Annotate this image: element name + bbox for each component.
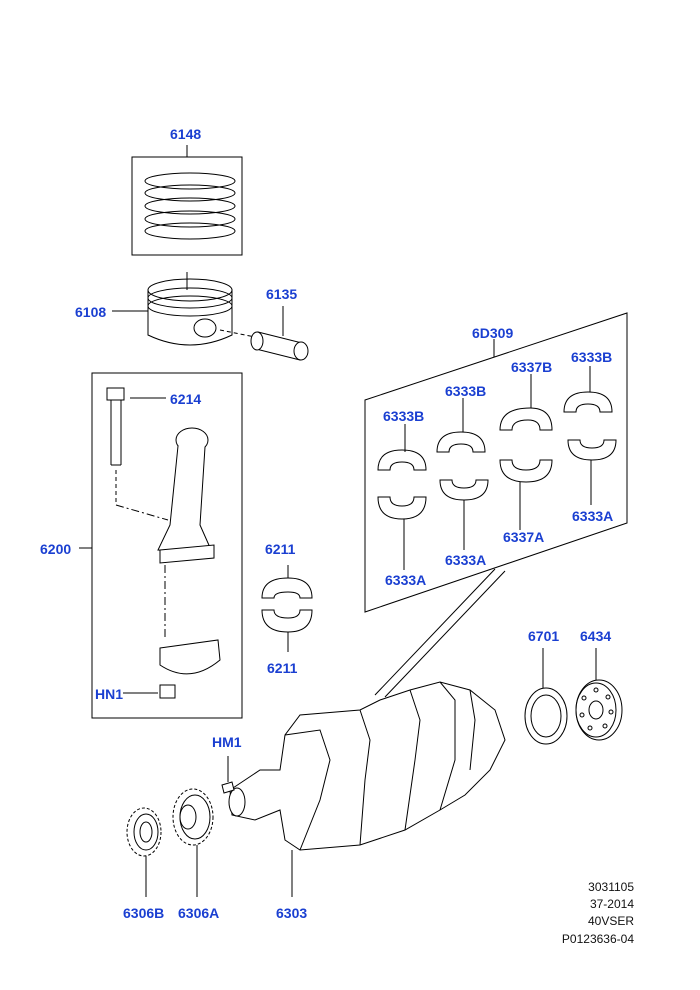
crankshaft-drawing[interactable] bbox=[228, 681, 506, 897]
piston-rings-group[interactable] bbox=[131, 145, 243, 256]
callout-6333b-2[interactable]: 6333B bbox=[445, 383, 487, 399]
meta-line-2: 37-2014 bbox=[589, 897, 634, 911]
flange-drawing[interactable] bbox=[575, 648, 623, 741]
callout-6333a-4[interactable]: 6333A bbox=[572, 508, 614, 524]
callout-6108[interactable]: 6108 bbox=[75, 304, 107, 320]
conrod-group[interactable] bbox=[79, 372, 243, 719]
meta-line-4: P0123636-04 bbox=[561, 932, 634, 946]
callout-6333b-4[interactable]: 6333B bbox=[571, 349, 613, 365]
callout-6135[interactable]: 6135 bbox=[266, 286, 298, 302]
callout-6200[interactable]: 6200 bbox=[40, 541, 72, 557]
piston-pin-drawing[interactable] bbox=[219, 306, 309, 361]
conrod-bearing-drawing[interactable] bbox=[261, 565, 313, 652]
callout-hm1[interactable]: HM1 bbox=[212, 734, 242, 750]
callout-6434[interactable]: 6434 bbox=[580, 628, 612, 644]
callout-6306a[interactable]: 6306A bbox=[178, 905, 220, 921]
main-bearing-shells bbox=[377, 366, 617, 570]
callout-6d309[interactable]: 6D309 bbox=[472, 325, 514, 341]
callout-hn1[interactable]: HN1 bbox=[95, 686, 124, 702]
meta-line-1: 3031105 bbox=[588, 880, 634, 894]
callout-6148[interactable]: 6148 bbox=[170, 126, 202, 142]
callout-6211-bottom[interactable]: 6211 bbox=[267, 660, 298, 676]
callout-6337a[interactable]: 6337A bbox=[503, 529, 545, 545]
callout-6211-top[interactable]: 6211 bbox=[265, 541, 296, 557]
callout-6701[interactable]: 6701 bbox=[528, 628, 560, 644]
callout-6333b-1[interactable]: 6333B bbox=[383, 408, 425, 424]
callout-6303[interactable]: 6303 bbox=[276, 905, 308, 921]
callout-6333a-2[interactable]: 6333A bbox=[445, 552, 487, 568]
sprocket-drawing[interactable] bbox=[126, 807, 162, 897]
callout-6214[interactable]: 6214 bbox=[170, 391, 202, 407]
callout-6337b[interactable]: 6337B bbox=[511, 359, 553, 375]
seal-drawing[interactable] bbox=[524, 648, 568, 745]
callout-6306b[interactable]: 6306B bbox=[123, 905, 165, 921]
main-bearing-kit-panel[interactable] bbox=[364, 312, 628, 698]
meta-line-3: 40VSER bbox=[587, 914, 634, 928]
gear-drawing[interactable] bbox=[172, 788, 214, 897]
piston-drawing[interactable] bbox=[112, 272, 233, 346]
callout-6333a-1[interactable]: 6333A bbox=[385, 572, 427, 588]
key-drawing[interactable] bbox=[221, 756, 235, 794]
